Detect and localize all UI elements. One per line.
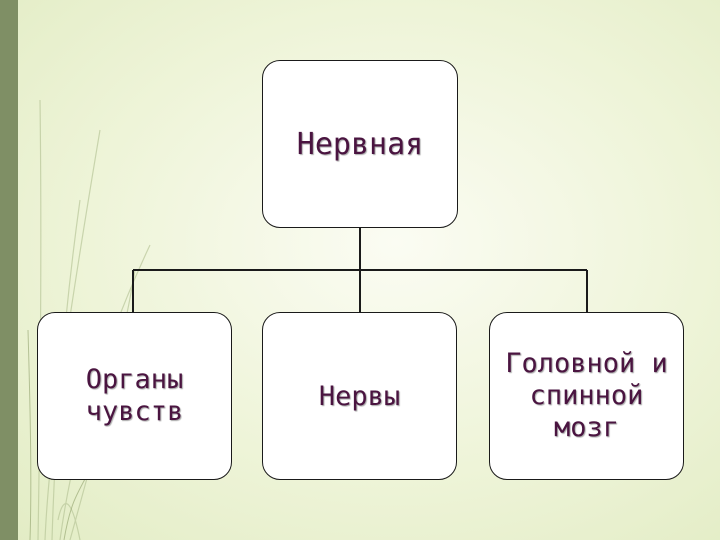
child-node-sense-organs: Органы чувств xyxy=(37,312,232,480)
side-accent-bar xyxy=(0,0,18,540)
child-node-label: Головной и спинной мозг xyxy=(505,348,668,444)
label-line: спинной xyxy=(529,380,644,411)
child-node-label: Нервы xyxy=(318,380,401,412)
child-node-label: Органы чувств xyxy=(86,364,184,428)
child-node-nerves: Нервы xyxy=(262,312,457,480)
label-line: Органы xyxy=(85,364,184,395)
label-line: чувств xyxy=(85,396,184,427)
label-line: Головной и xyxy=(505,348,668,379)
root-node-nervous: Нервная xyxy=(262,60,458,228)
child-node-brain-spinal-cord: Головной и спинной мозг xyxy=(489,312,684,480)
label-line: мозг xyxy=(553,412,620,443)
root-node-label: Нервная xyxy=(296,126,424,162)
